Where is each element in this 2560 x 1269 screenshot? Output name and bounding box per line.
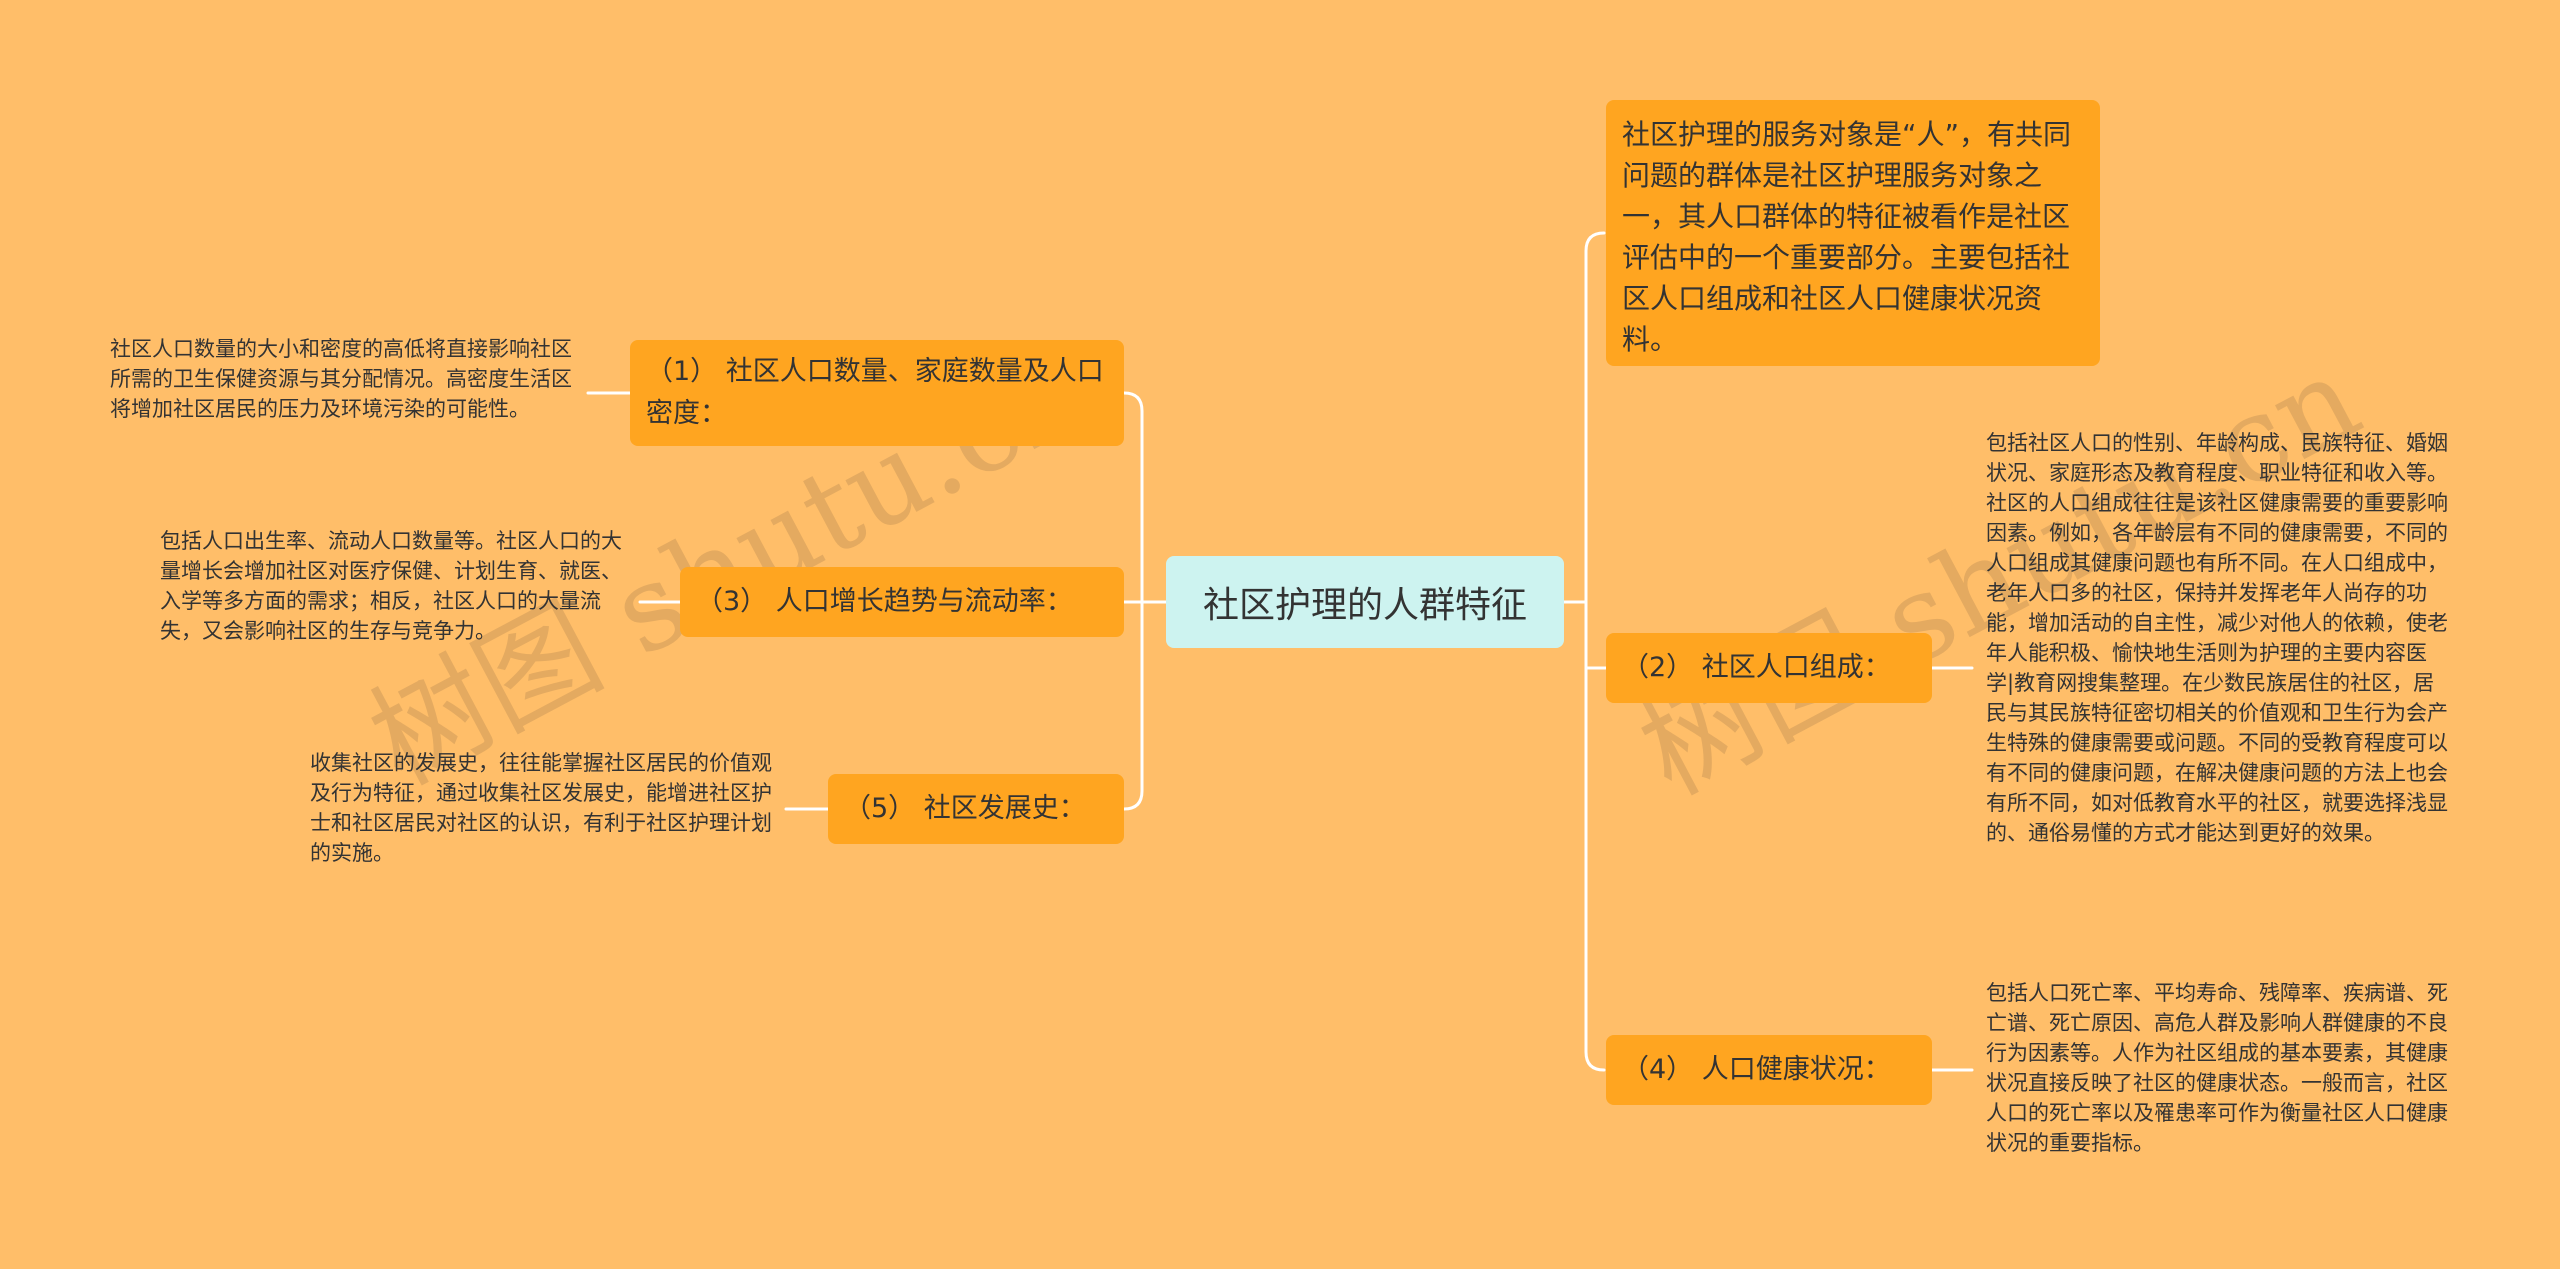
- leaf-community-history: 收集社区的发展史，往往能掌握社区居民的价值观及行为特征，通过收集社区发展史，能增…: [310, 751, 772, 865]
- branch-label: （2） 社区人口组成：: [1622, 652, 1891, 683]
- branch-label: （3） 人口增长趋势与流动率：: [696, 586, 1073, 617]
- branch-population-composition[interactable]: （2） 社区人口组成：: [1606, 633, 1932, 703]
- center-topic-label: 社区护理的人群特征: [1202, 585, 1527, 626]
- branch-label: 社区护理的服务对象是“人”，有共同问题的群体是社区护理服务对象之一，其人口群体的…: [1622, 118, 2072, 356]
- branch-growth-trend[interactable]: （3） 人口增长趋势与流动率：: [680, 567, 1124, 637]
- center-topic[interactable]: 社区护理的人群特征: [1166, 556, 1564, 648]
- leaf-health-status: 包括人口死亡率、平均寿命、残障率、疾病谱、死亡谱、死亡原因、高危人群及影响人群健…: [1986, 981, 2448, 1155]
- branch-service-object[interactable]: 社区护理的服务对象是“人”，有共同问题的群体是社区护理服务对象之一，其人口群体的…: [1606, 100, 2100, 366]
- branch-community-history[interactable]: （5） 社区发展史：: [828, 774, 1124, 844]
- branch-label: （4） 人口健康状况：: [1622, 1054, 1891, 1085]
- leaf-growth-trend: 包括人口出生率、流动人口数量等。社区人口的大量增长会增加社区对医疗保健、计划生育…: [160, 529, 622, 643]
- branch-label: （1） 社区人口数量、家庭数量及人口密度：: [646, 356, 1104, 429]
- leaf-population-density: 社区人口数量的大小和密度的高低将直接影响社区所需的卫生保健资源与其分配情况。高密…: [110, 337, 572, 421]
- branch-label: （5） 社区发展史：: [844, 793, 1086, 824]
- connector-right-trunk: [1584, 231, 1606, 1072]
- leaf-population-composition: 包括社区人口的性别、年龄构成、民族特征、婚姻状况、家庭形态及教育程度、职业特征和…: [1986, 431, 2448, 845]
- branch-health-status[interactable]: （4） 人口健康状况：: [1606, 1035, 1932, 1105]
- branch-population-density[interactable]: （1） 社区人口数量、家庭数量及人口密度：: [630, 340, 1124, 446]
